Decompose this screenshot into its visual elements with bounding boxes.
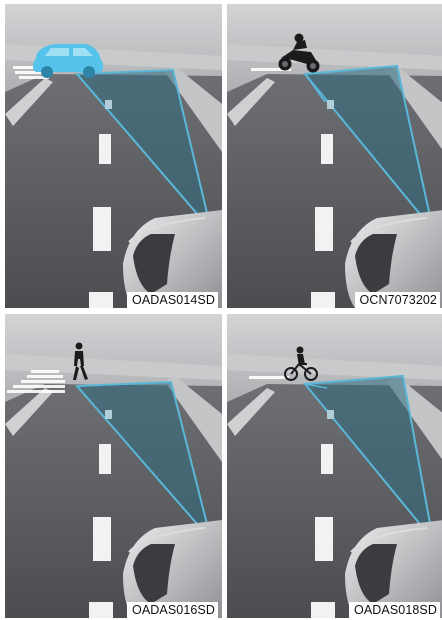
figure-panel-motorcycle: OCN7073202 — [227, 4, 442, 308]
figure-panel-bicycle: OADAS018SD — [227, 314, 442, 618]
scene-illustration — [5, 314, 222, 618]
figure-code: OADAS018SD — [349, 602, 440, 618]
scene-illustration — [227, 314, 442, 618]
scene-illustration — [227, 4, 442, 308]
scene-illustration — [5, 4, 222, 308]
figure-panel-car: OADAS014SD — [5, 4, 222, 308]
figure-panel-pedestrian: OADAS016SD — [5, 314, 222, 618]
figure-code: OADAS014SD — [127, 292, 218, 308]
figure-code: OCN7073202 — [355, 292, 440, 308]
figure-code: OADAS016SD — [127, 602, 218, 618]
